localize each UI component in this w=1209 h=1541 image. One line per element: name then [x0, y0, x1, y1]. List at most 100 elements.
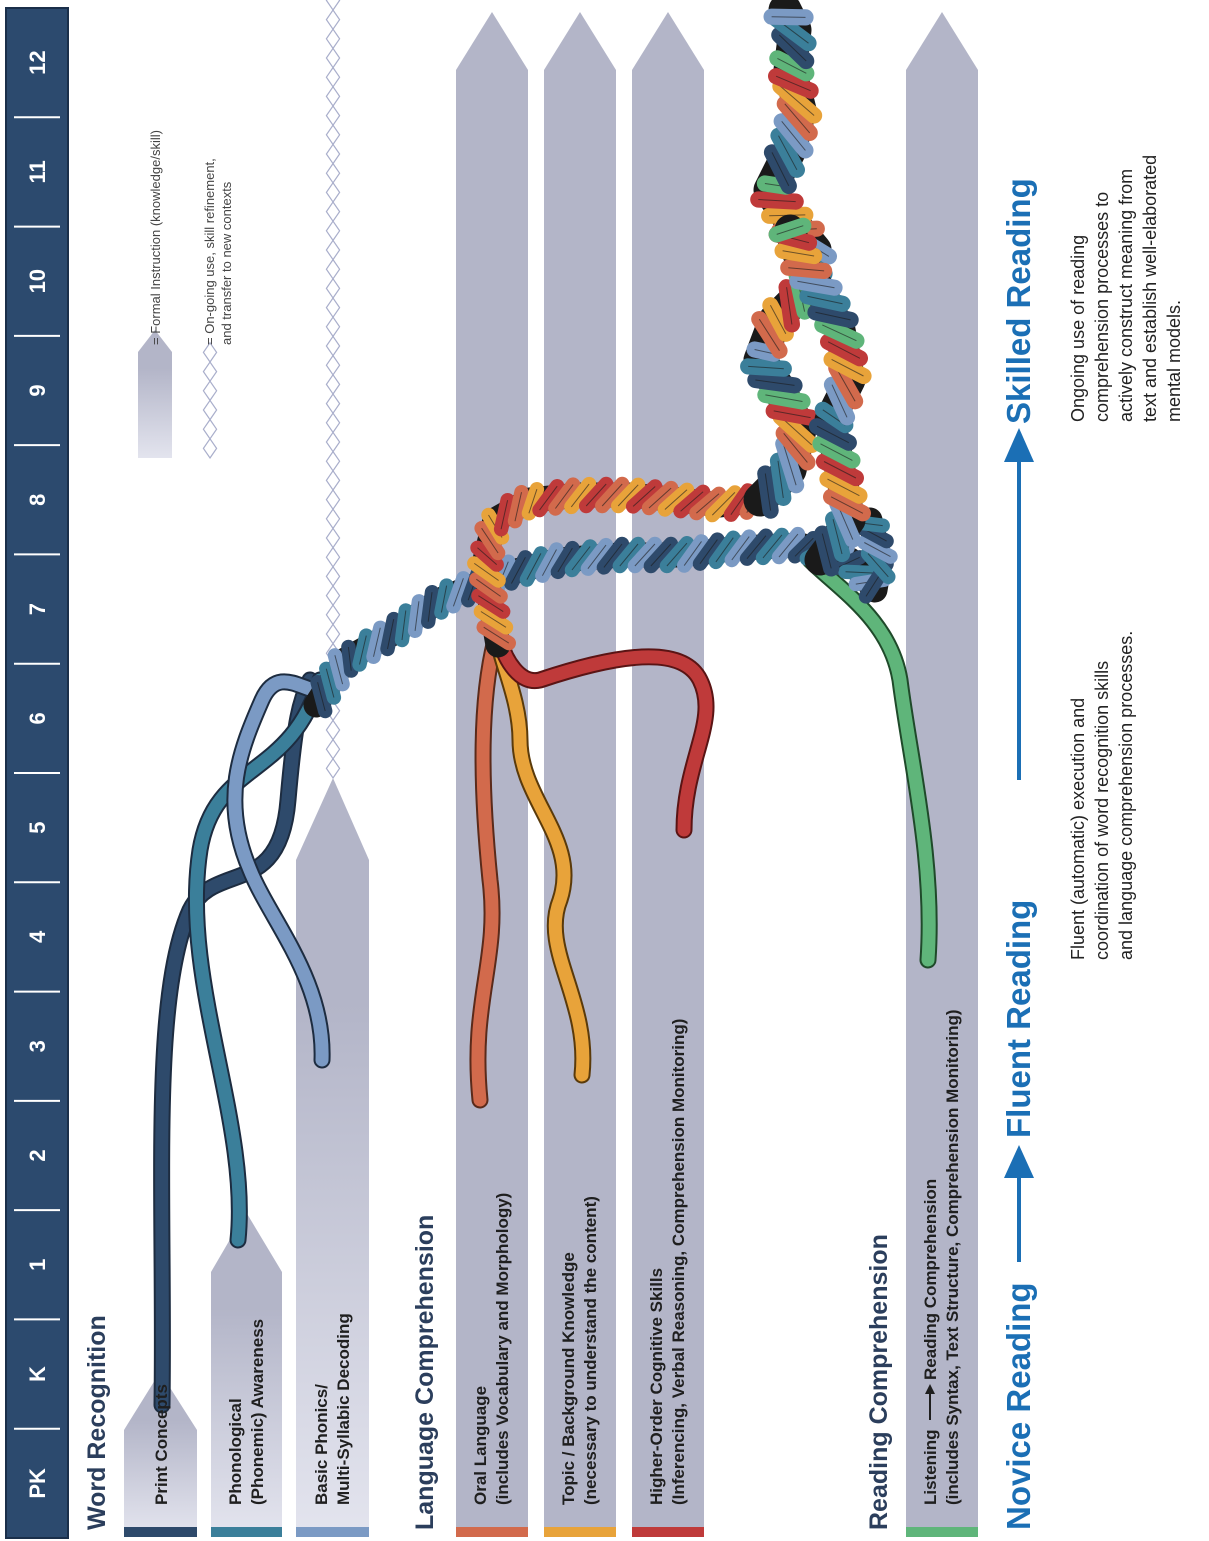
diamond-mark	[325, 66, 341, 88]
diamond-mark	[325, 28, 341, 50]
rope-language-segment-line	[696, 493, 720, 514]
rope-skilled-main-segment-line	[754, 349, 774, 355]
progression-arrow-2	[1004, 428, 1034, 780]
rope-skilled-loop-segment-line	[832, 519, 843, 555]
strand-listening	[803, 553, 936, 967]
rope-skilled-loop-segment-line	[831, 384, 848, 418]
rope-language-segment-line	[570, 483, 590, 508]
rope-language-segment-line	[554, 484, 574, 509]
diamond-mark	[325, 239, 341, 261]
label-listening-1b: Reading Comprehension	[921, 1179, 940, 1380]
rope-word-recognition-segment-line	[557, 547, 573, 573]
rope-skilled-main-segment-line	[780, 416, 813, 446]
rope-language-segment-line	[585, 483, 607, 507]
diamond-mark	[325, 258, 341, 280]
rope-word-recognition-segment-line	[603, 543, 623, 568]
swatch-listening	[906, 1527, 978, 1537]
rope-skilled-loop-segment-line	[820, 443, 853, 461]
rope-word-recognition-segment-line	[317, 682, 326, 712]
diamond-mark	[325, 546, 341, 568]
label-phonological-2: (Phonemic) Awareness	[248, 1319, 267, 1505]
diamond-mark	[325, 757, 341, 780]
diamond-mark	[325, 738, 341, 760]
rope-skilled-main-segment-line	[778, 34, 807, 62]
rope-skilled-loop-segment-line	[782, 250, 815, 257]
arrow-print-concepts	[124, 1372, 197, 1533]
rope-skilled-loop-segment-line	[788, 267, 825, 272]
rope-language-segment-line	[632, 486, 656, 507]
rope-skilled-loop-segment-line	[816, 425, 850, 444]
label-listening-2: (includes Syntax, Text Structure, Compre…	[943, 1009, 962, 1505]
grade-label-2: 2	[25, 1149, 50, 1161]
rope-word-recognition-segment-line	[427, 592, 433, 622]
grade-label-5: 5	[25, 821, 50, 833]
rope-word-recognition-segment-line	[325, 668, 335, 698]
skilled-desc-5: mental models.	[1164, 300, 1184, 422]
rope-language-segment-line	[664, 489, 688, 510]
progression-arrow-1	[1004, 1145, 1034, 1262]
swatch-oral-language	[456, 1527, 528, 1537]
grade-label-4: 4	[25, 930, 50, 943]
diamond-mark	[325, 354, 341, 376]
skilled-desc-3: actively construct meaning from	[1116, 169, 1136, 422]
legend-ongoing-text-2: and transfer to new contexts	[219, 181, 234, 345]
rope-word-recognition-segment-line	[715, 537, 734, 563]
legend-formal-text: = Formal Instruction (knowledge/skill)	[148, 130, 163, 345]
grade-label-8: 8	[25, 494, 50, 506]
label-phonics-1: Basic Phonics/	[312, 1384, 331, 1505]
diamond-mark	[202, 360, 218, 383]
skilled-desc-2: comprehension processes to	[1092, 192, 1112, 422]
rope-language-segment-line	[711, 492, 736, 516]
arrow-topic-knowledge	[544, 12, 616, 1533]
legend-ongoing-diamonds-icon	[202, 341, 218, 460]
strand-phono	[189, 673, 327, 1247]
grade-ticks	[14, 116, 60, 1430]
rope-word-recognition-segment-line	[619, 543, 639, 567]
rope-word-recognition-segment-line	[541, 549, 557, 576]
rope-word-recognition-segment-line	[746, 535, 767, 560]
rope-language-segment-line	[617, 484, 639, 507]
grade-label-1: 1	[25, 1259, 50, 1271]
rope-word-recognition-segment-line	[440, 585, 448, 613]
stage-skilled-reading: Skilled Reading	[1000, 178, 1037, 424]
rope-word-recognition-segment-line	[867, 553, 889, 578]
grade-label-k: K	[25, 1366, 50, 1382]
fluent-desc-3: and language comprehension processes.	[1116, 631, 1136, 960]
rope-skilled-loop-segment-line	[807, 295, 843, 305]
rope-word-recognition-segment-line	[387, 618, 395, 650]
rope-language-segment-line	[514, 492, 522, 522]
diamond-mark	[325, 584, 341, 607]
rope-word-recognition-segment-line	[778, 533, 799, 558]
diamond-mark	[202, 341, 218, 364]
diamond-mark	[325, 8, 341, 31]
rope-skilled-main-segment-line	[765, 394, 803, 402]
rope-skilled-main-segment-line	[771, 16, 806, 18]
rope-skilled-loop-segment-line	[831, 358, 864, 377]
rope-word-recognition-segment-line	[373, 627, 381, 657]
rope-word-recognition-segment-line	[334, 655, 344, 685]
rope-skilled-loop-segment-line	[830, 496, 864, 514]
label-listening-1a: Listening	[921, 1429, 940, 1505]
stage-novice-reading: Novice Reading	[1000, 1282, 1037, 1530]
strand-phonics	[228, 675, 337, 1067]
diamond-mark	[325, 200, 341, 223]
diamond-mark	[325, 316, 341, 338]
diamond-mark	[325, 604, 341, 626]
label-topic-1: Topic / Background Knowledge	[559, 1252, 578, 1505]
rope-language-segment-line	[474, 562, 499, 581]
rope-twists	[303, 0, 898, 719]
rope-skilled-loop-segment-line	[776, 225, 804, 235]
grade-label-pk: PK	[25, 1468, 50, 1499]
diamond-mark	[325, 412, 341, 434]
rope-language-segment-line	[601, 483, 623, 507]
rope-word-recognition-segment-line	[837, 556, 860, 569]
strand-topic	[491, 633, 590, 1082]
strand-higher	[493, 633, 713, 837]
rope-skilled-main-segment-line	[755, 379, 795, 386]
diamond-mark	[325, 0, 341, 12]
label-higher-1: Higher-Order Cognitive Skills	[647, 1268, 666, 1505]
label-topic-2: (necessary to understand the content)	[581, 1196, 600, 1505]
rope-skilled-main-segment-line	[758, 318, 780, 351]
rope-word-recognition-segment-line	[864, 542, 891, 558]
diamond-mark	[202, 437, 218, 460]
